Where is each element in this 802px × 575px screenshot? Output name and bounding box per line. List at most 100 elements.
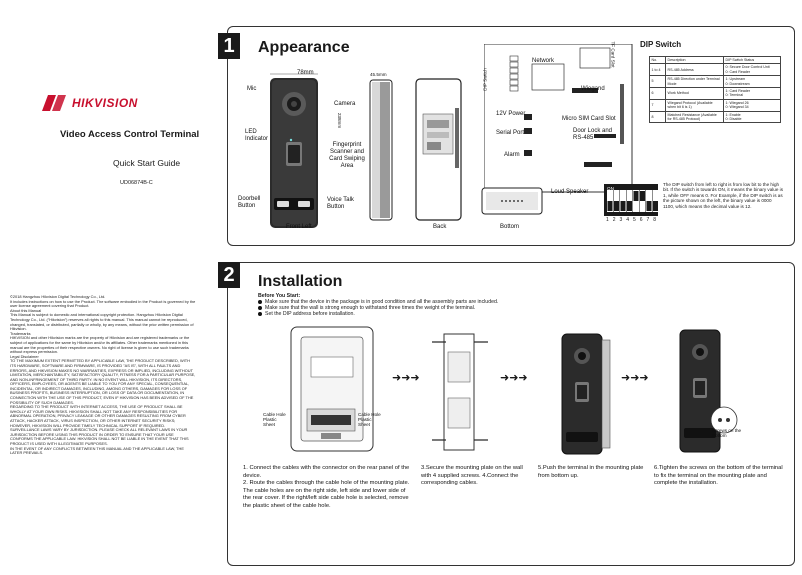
product-title: Video Access Control Terminal bbox=[60, 129, 200, 140]
arrow-icon: ➜➜➜ bbox=[392, 372, 420, 384]
device-bottom-view bbox=[481, 187, 543, 215]
dip-lever bbox=[607, 201, 613, 211]
table-row: 7 Wiegand Protocol (Available when bit 6… bbox=[649, 98, 781, 112]
dip-table: No. Description DIP Switch Status 1 to 4… bbox=[649, 55, 781, 124]
legal-notice: ©2018 Hangzhou Hikvision Digital Technol… bbox=[10, 294, 196, 456]
dip-number: 3 bbox=[619, 217, 623, 223]
arrow-icon: ➜➜➜ bbox=[500, 372, 528, 384]
legal-heading: Trademarks bbox=[10, 330, 31, 336]
appearance-title: Appearance bbox=[258, 39, 350, 56]
dip-cell: 8 bbox=[649, 110, 666, 124]
dip-on-label: ON bbox=[607, 186, 614, 191]
installation-section bbox=[227, 262, 795, 566]
dip-cell: 1 to 4 bbox=[649, 63, 666, 77]
legal-paragraph: This Manual is subject to domestic and i… bbox=[10, 312, 194, 332]
dip-cell: 1: Enable 0: Disable bbox=[723, 110, 781, 124]
board-serial-port: Serial Port bbox=[496, 130, 525, 136]
label-voice-talk: Voice Talk Button bbox=[327, 197, 354, 210]
legal-heading: Legal Disclaimer bbox=[10, 353, 39, 359]
board-power: 12V Power bbox=[496, 111, 526, 117]
device-front-view bbox=[270, 73, 318, 228]
dim-width: 78mm bbox=[297, 70, 314, 76]
bullet-icon bbox=[258, 305, 262, 310]
dip-lever bbox=[620, 201, 626, 211]
dim-depth: 45.5mm bbox=[370, 72, 387, 77]
dip-header-cell: DIP Switch Status bbox=[723, 55, 781, 65]
guide-title: Quick Start Guide bbox=[113, 158, 181, 168]
list-item: Set the DIP address before installation. bbox=[258, 311, 578, 317]
dip-switch-illustration bbox=[604, 184, 659, 216]
dip-title: DIP Switch bbox=[640, 40, 682, 49]
legal-paragraph: ©2018 Hangzhou Hikvision Digital Technol… bbox=[10, 294, 106, 299]
board-micro-sim: Micro SIM Card Slot bbox=[562, 116, 616, 122]
dip-cell: RS-485 Direction under Terminal Mode bbox=[665, 75, 724, 89]
step-3-text: 3.Secure the mounting plate on the wall … bbox=[421, 465, 523, 487]
dip-switch-numbers: 1 2 3 4 5 6 7 8 bbox=[604, 217, 658, 223]
list-item: Make sure that the wall is strong enough… bbox=[258, 305, 578, 311]
label-mic: Mic bbox=[247, 86, 257, 92]
cable-hole-right: Cable Hole Plastic Sheet bbox=[358, 412, 381, 427]
board-alarm: Alarm bbox=[504, 152, 520, 158]
step-5-text: 5.Push the terminal in the mounting plat… bbox=[538, 465, 644, 479]
dip-table-header: No. Description DIP Switch Status bbox=[649, 55, 781, 65]
appearance-section bbox=[227, 26, 795, 246]
arrow-icon: ➜➜➜ bbox=[621, 372, 649, 384]
wall-plate-illustration bbox=[432, 333, 488, 451]
screws-label: Screws on the Bottom bbox=[712, 428, 742, 438]
document-id: UD06874B-C bbox=[120, 180, 153, 186]
push-terminal-illustration bbox=[561, 333, 611, 455]
label-front-left: Front Left bbox=[286, 224, 312, 230]
label-doorbell: Doorbell Button bbox=[238, 196, 261, 209]
dip-cell: 6 bbox=[649, 87, 666, 100]
before-item-text: Make sure that the device in the package… bbox=[265, 299, 499, 305]
dip-cell: Work Method bbox=[665, 87, 724, 100]
label-bottom: Bottom bbox=[500, 224, 520, 230]
table-row: 1 to 4 RS-485 Address 0: Secure Door Con… bbox=[649, 63, 781, 77]
dip-lever bbox=[627, 201, 632, 211]
dip-cell: 5 bbox=[649, 75, 666, 89]
before-you-start: Before You Start: Make sure that the dev… bbox=[258, 293, 578, 317]
dip-switch-levers bbox=[607, 190, 659, 212]
legal-heading: About this Manual bbox=[10, 307, 42, 313]
before-item-text: Make sure that the wall is strong enough… bbox=[265, 305, 476, 311]
legal-paragraph: It includes instructions on how to use t… bbox=[10, 298, 196, 309]
legal-paragraph: HIKVISION and other Hikvision marks are … bbox=[10, 335, 190, 355]
dim-height: 238mm bbox=[337, 112, 343, 129]
dip-cell: 1: Upstream 0: Downstream bbox=[723, 75, 781, 89]
board-door-lock: Door Lock and RS-485 bbox=[573, 128, 613, 141]
dip-header-cell: No. bbox=[649, 55, 666, 65]
dip-cell: Matched Resistance (Available for RS-485… bbox=[665, 110, 724, 124]
dip-number: 7 bbox=[646, 217, 650, 223]
table-row: 6 Work Method 1: Card Reader 0: Terminal bbox=[649, 87, 781, 100]
dip-cell: 1: Card Reader 0: Terminal bbox=[723, 87, 781, 100]
legal-paragraph: SURVEILLANCE LAWS VARY BY JURISDICTION. … bbox=[10, 427, 189, 446]
dip-cell: 1: Wiegand 26 0: Wiegand 34 bbox=[723, 98, 781, 112]
dip-number: 5 bbox=[632, 217, 636, 223]
dip-lever bbox=[653, 201, 658, 211]
list-item: Make sure that the device in the package… bbox=[258, 299, 578, 305]
dip-description: The DIP switch from left to right is fro… bbox=[663, 182, 783, 209]
device-back-view bbox=[415, 78, 462, 221]
board-network: Network bbox=[532, 58, 555, 64]
label-back: Back bbox=[433, 224, 447, 230]
bullet-icon bbox=[258, 299, 262, 304]
board-tf-card-slot: TF Card Slot bbox=[610, 41, 616, 68]
dip-lever bbox=[614, 201, 619, 211]
step-6-text: 6.Tighten the screws on the bottom of th… bbox=[654, 465, 783, 487]
dip-cell: 7 bbox=[649, 98, 666, 112]
before-title: Before You Start: bbox=[258, 293, 301, 299]
dip-number: 4 bbox=[626, 217, 630, 223]
label-loud-speaker: Loud Speaker bbox=[551, 189, 589, 195]
section-number-2: 2 bbox=[218, 262, 240, 288]
section-number-1: 1 bbox=[218, 33, 240, 59]
hikvision-mark-icon bbox=[42, 95, 66, 111]
dip-number: 2 bbox=[612, 217, 616, 223]
installation-title: Installation bbox=[258, 273, 343, 290]
dip-number: 1 bbox=[605, 217, 609, 223]
step-2-text: 2. Route the cables through the cable ho… bbox=[243, 480, 410, 509]
board-dip-switch: DIP Switch bbox=[482, 68, 488, 91]
dip-lever bbox=[640, 191, 645, 201]
dip-lever bbox=[633, 191, 639, 201]
dip-cell: RS-485 Address bbox=[665, 63, 724, 77]
table-row: 5 RS-485 Direction under Terminal Mode 1… bbox=[649, 75, 781, 89]
